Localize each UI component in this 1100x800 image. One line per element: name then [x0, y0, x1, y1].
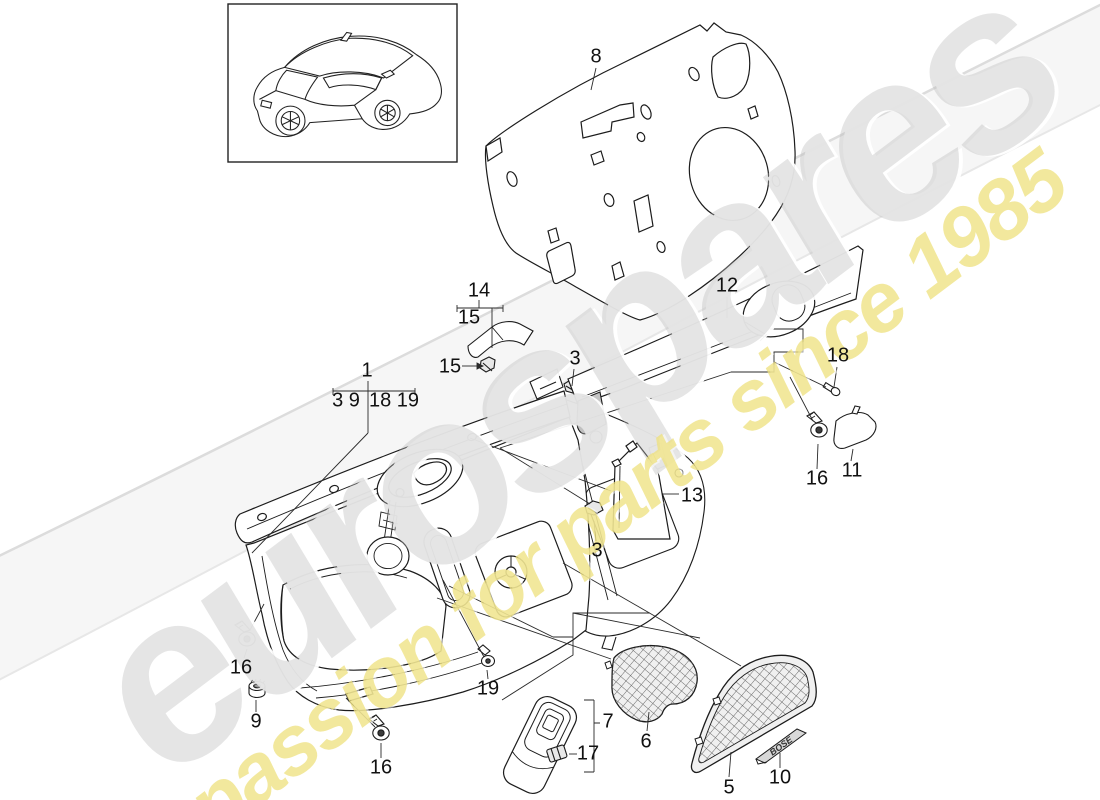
part-label-10: 10 [768, 766, 792, 789]
part-label-14: 14 [467, 279, 491, 302]
part-label-18: 18 [826, 344, 850, 367]
part-label-1-sub-left: 3 9 [332, 389, 360, 412]
vehicle-thumbnail [227, 3, 458, 163]
part-13-triangle-trim [611, 440, 671, 540]
part-label-3a: 3 [569, 347, 581, 370]
part-11-cover-cap [833, 405, 877, 449]
part-label-1-sub-right: 18 19 [368, 389, 420, 412]
part-18-screw [822, 381, 841, 397]
part-label-8: 8 [590, 45, 602, 68]
part-label-16b: 16 [229, 656, 253, 679]
part-label-6: 6 [640, 730, 652, 753]
part-label-12: 12 [715, 274, 739, 297]
part-label-16c: 16 [369, 756, 393, 779]
part-14-cover [467, 321, 534, 358]
part-8-insulation-panel [484, 22, 796, 321]
part-9-grommet [248, 678, 266, 699]
part-label-13: 13 [680, 484, 704, 507]
part-1-door-trim-panel [234, 390, 591, 712]
part-16-screw-left [234, 620, 256, 647]
part-label-17: 17 [576, 742, 600, 765]
part-5-speaker-grille [690, 654, 817, 774]
part-7-window-switch [502, 695, 578, 795]
part-12-trim-strip [567, 245, 864, 406]
part-16-screw-bottom [368, 714, 390, 741]
leader-lines [243, 67, 854, 778]
part-3-clip-bottom [584, 500, 604, 516]
part-label-15a: 15 [457, 306, 481, 329]
part-6-speaker-grille [604, 644, 698, 723]
part-label-1: 1 [361, 359, 373, 382]
part-label-9: 9 [250, 710, 262, 733]
part-17-clip [546, 744, 568, 763]
part-label-5: 5 [723, 776, 735, 799]
part-label-3b: 3 [591, 539, 603, 562]
part-label-15b: 15 [438, 355, 462, 378]
part-label-7: 7 [602, 710, 614, 733]
part-label-19: 19 [476, 677, 500, 700]
car-outline-icon [253, 31, 442, 138]
part-label-11: 11 [841, 459, 863, 482]
part-label-16a: 16 [805, 467, 829, 490]
